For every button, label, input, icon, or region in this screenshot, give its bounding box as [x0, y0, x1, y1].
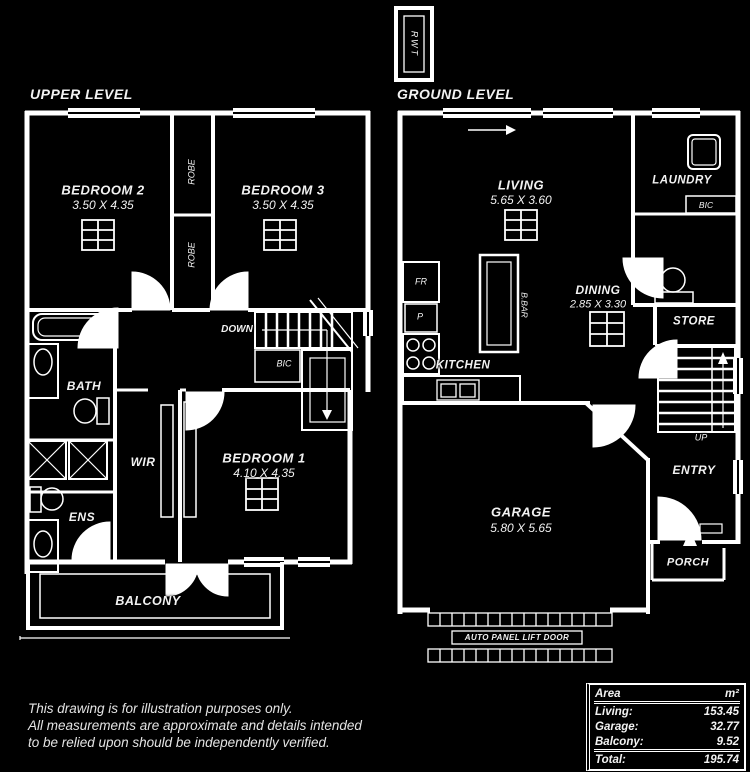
ground-level-plan — [394, 6, 743, 663]
ground-windows — [443, 108, 743, 494]
living-label: LIVING — [497, 177, 545, 193]
table-row: Living: 153.45 — [594, 704, 740, 719]
wir-label: WIR — [130, 455, 156, 469]
garage-label: GARAGE — [490, 504, 552, 520]
entry-label: ENTRY — [672, 463, 716, 477]
area-table: Area m² Living: 153.45 Garage: 32.77 Bal… — [586, 683, 746, 771]
laundry-bic-cupboard — [685, 195, 737, 214]
dining-dims: 2.85 X 3.30 — [569, 298, 627, 311]
row-balcony-value: 9.52 — [716, 735, 739, 748]
balcony-rail — [19, 562, 290, 640]
rwt-label: RWT — [409, 30, 420, 58]
total-label: Total: — [595, 753, 626, 766]
row-balcony-label: Balcony: — [595, 735, 644, 748]
ens-vanity-icon — [27, 519, 59, 573]
area-header-label: Area — [595, 687, 621, 700]
island-bench — [478, 253, 520, 354]
rainwater-tank — [394, 6, 434, 82]
disclaimer-line-2: All measurements are approximate and det… — [28, 718, 362, 733]
bath-vanity-icon — [27, 343, 59, 399]
table-total-row: Total: 195.74 — [594, 749, 740, 767]
upper-doors — [71, 271, 249, 597]
bath-toilet-icon — [73, 397, 110, 425]
pantry-label: P — [416, 311, 424, 322]
total-value: 195.74 — [703, 753, 739, 766]
stairs-down — [254, 297, 359, 431]
fridge-label: FR — [415, 276, 427, 287]
upper-level-plan — [19, 108, 373, 640]
kitchen-bench — [402, 261, 521, 405]
bedroom2-label: BEDROOM 2 — [61, 182, 145, 198]
bedroom3-label: BEDROOM 3 — [241, 182, 325, 198]
bathtub-icon — [32, 313, 108, 341]
upper-level-title: UPPER LEVEL — [30, 86, 133, 102]
living-dims: 5.65 X 3.60 — [490, 193, 552, 207]
robe-mid-label: ROBE — [186, 242, 197, 268]
area-table-header: Area m² — [594, 686, 740, 704]
sink-icon — [436, 379, 480, 401]
robe-top-label: ROBE — [186, 159, 197, 185]
window-icon-bed1 — [245, 477, 279, 511]
breakfast-bar-label: B.BAR — [519, 292, 530, 318]
window-icon-bed2 — [81, 219, 115, 251]
garage-dims: 5.80 X 5.65 — [490, 521, 552, 535]
table-row: Balcony: 9.52 — [594, 734, 740, 749]
row-living-label: Living: — [595, 705, 633, 718]
bic-upper-label: BIC — [276, 358, 292, 369]
bedroom2-dims: 3.50 X 4.35 — [72, 198, 134, 212]
pantry-icon — [404, 303, 438, 333]
auto-door-label: AUTO PANEL LIFT DOOR — [464, 633, 570, 642]
bedroom3-dims: 3.50 X 4.35 — [252, 198, 314, 212]
bedroom1-dims: 4.10 X 4.35 — [233, 466, 295, 480]
store-label: STORE — [673, 315, 715, 328]
fridge-icon — [402, 261, 440, 303]
cooktop-icon — [402, 333, 440, 375]
balcony-label: BALCONY — [115, 593, 181, 608]
kitchen-label: KITCHEN — [435, 359, 491, 372]
laundry-label: LAUNDRY — [652, 174, 712, 187]
ens-toilet-icon — [29, 486, 64, 513]
window-icon-living — [504, 209, 538, 241]
bath-label: BATH — [66, 379, 102, 393]
shower-icon — [27, 440, 108, 480]
upper-windows — [68, 108, 373, 567]
ground-doors — [592, 257, 702, 541]
laundry-tub-icon — [687, 134, 721, 170]
ens-label: ENS — [68, 510, 96, 524]
disclaimer-line-1: This drawing is for illustration purpose… — [28, 701, 293, 716]
table-row: Garage: 32.77 — [594, 719, 740, 734]
down-label: DOWN — [221, 324, 253, 335]
garage-door — [427, 612, 613, 663]
bedroom1-label: BEDROOM 1 — [222, 450, 306, 466]
porch-label: PORCH — [666, 556, 710, 569]
window-icon-dining — [589, 311, 625, 347]
row-garage-value: 32.77 — [710, 720, 739, 733]
row-living-value: 153.45 — [703, 705, 739, 718]
ground-level-title: GROUND LEVEL — [397, 86, 515, 102]
dining-label: DINING — [575, 283, 621, 297]
up-label: UP — [694, 432, 708, 443]
slider-arrow-icon — [468, 125, 516, 135]
disclaimer-line-3: to be relied upon should be independentl… — [28, 735, 330, 750]
bic-ground-label: BIC — [698, 199, 714, 210]
area-header-unit: m² — [724, 687, 739, 700]
row-garage-label: Garage: — [595, 720, 639, 733]
window-icon-bed3 — [263, 219, 297, 251]
